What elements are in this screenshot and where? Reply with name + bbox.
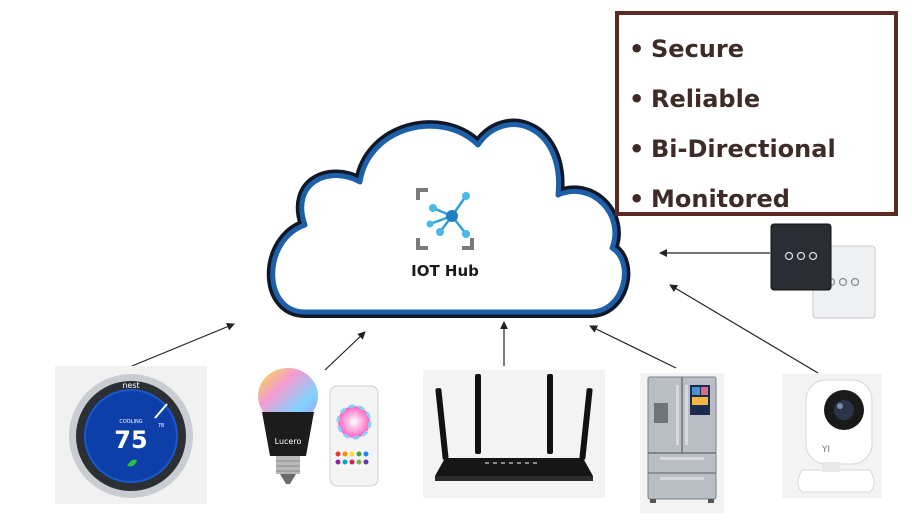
router-image: [423, 370, 605, 498]
thermostat-temperature: 75: [114, 426, 147, 454]
hub-label: IOT Hub: [411, 262, 479, 280]
iot-hub-icon: [416, 188, 474, 250]
refrigerator-image: [640, 373, 724, 513]
feature-item: Bi-Directional: [627, 129, 894, 179]
feature-item: Secure: [627, 29, 894, 79]
color-swatches: [335, 451, 369, 465]
arrow-fridge: [589, 325, 677, 369]
thermostat-mode: COOLING: [119, 419, 142, 425]
thermostat-brand: nest: [122, 381, 139, 390]
thermostat-image: nest COOLING 75 78: [55, 366, 207, 504]
bulb-brand: Lucero: [275, 437, 302, 446]
arrow-bulb: [324, 331, 366, 371]
router-leds: [485, 462, 537, 464]
thermostat-setpoint: 78: [158, 423, 164, 429]
wall-switches-image: [770, 223, 876, 319]
camera-brand: YI: [821, 445, 830, 455]
camera-image: YI: [782, 374, 882, 498]
arrow-thermostat: [131, 322, 235, 367]
feature-item: Monitored: [627, 179, 894, 229]
feature-item: Reliable: [627, 79, 894, 129]
smart-bulb-image: Lucero: [258, 368, 379, 487]
arrow-camera: [669, 284, 819, 374]
leaf-icon: [127, 459, 137, 467]
features-list: Secure Reliable Bi-Directional Monitored: [619, 15, 894, 229]
features-box: Secure Reliable Bi-Directional Monitored: [615, 11, 898, 219]
